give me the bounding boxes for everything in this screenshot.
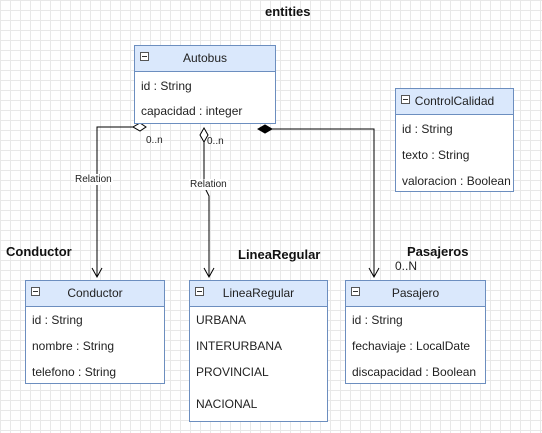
class-name: Pasajero [391, 286, 440, 300]
linea-aggregation-edge[interactable] [199, 126, 215, 279]
class-name: LineaRegular [222, 286, 295, 300]
section-label-linea-regular: LineaRegular [238, 247, 321, 262]
collapse-toggle-icon[interactable] [195, 287, 204, 296]
diagram-title: entities [265, 4, 311, 19]
attribute[interactable]: id : String [32, 313, 83, 327]
attribute[interactable]: id : String [402, 122, 453, 136]
class-name: Conductor [67, 286, 123, 300]
aggregation-diamond [199, 126, 209, 144]
class-pasajero[interactable]: Pasajero id : String fechaviaje : LocalD… [345, 280, 486, 384]
class-name: ControlCalidad [414, 94, 495, 108]
enum-value[interactable]: INTERURBANA [196, 339, 283, 353]
collapse-toggle-icon[interactable] [401, 95, 410, 104]
attribute[interactable]: texto : String [402, 148, 470, 162]
class-linea-regular[interactable]: LineaRegular URBANA INTERURBANA PROVINCI… [189, 280, 328, 422]
arrow-head [203, 267, 215, 279]
enum-value[interactable]: PROVINCIAL [196, 365, 269, 379]
attribute[interactable]: telefono : String [32, 365, 117, 379]
attribute[interactable]: discapacidad : Boolean [352, 365, 477, 379]
section-label-pasajeros: Pasajeros [407, 244, 469, 259]
arrow-head [91, 267, 103, 279]
attribute[interactable]: fechaviaje : LocalDate [352, 339, 471, 353]
conductor-edge-label: Relation [74, 174, 113, 185]
enum-value[interactable]: NACIONAL [196, 397, 258, 411]
attribute[interactable]: capacidad : integer [141, 104, 243, 118]
attribute[interactable]: id : String [141, 79, 192, 93]
class-header[interactable]: LineaRegular [190, 281, 327, 307]
class-header[interactable]: Pasajero [346, 281, 485, 307]
arrow-head [368, 267, 380, 279]
attribute[interactable]: nombre : String [32, 339, 115, 353]
aggregation-diamond [131, 122, 147, 132]
class-control-calidad[interactable]: ControlCalidad id : String texto : Strin… [395, 88, 514, 192]
linea-edge-label: Relation [189, 179, 228, 190]
conductor-aggregation-edge[interactable] [91, 122, 147, 279]
collapse-toggle-icon[interactable] [140, 52, 149, 61]
class-name: Autobus [182, 51, 228, 65]
pasajero-target-multiplicity: 0..N [395, 259, 418, 273]
attribute[interactable]: id : String [352, 313, 403, 327]
enum-value[interactable]: URBANA [196, 313, 247, 327]
class-header[interactable]: Conductor [26, 281, 164, 307]
class-header[interactable]: Autobus [135, 46, 275, 72]
attribute[interactable]: valoracion : Boolean [402, 174, 511, 188]
class-header[interactable]: ControlCalidad [396, 89, 513, 115]
class-conductor[interactable]: Conductor id : String nombre : String te… [25, 280, 165, 384]
linea-source-multiplicity: 0..n [207, 136, 224, 147]
class-autobus[interactable]: Autobus id : String capacidad : integer [134, 45, 276, 124]
collapse-toggle-icon[interactable] [31, 287, 40, 296]
collapse-toggle-icon[interactable] [351, 287, 360, 296]
conductor-source-multiplicity: 0..n [146, 135, 163, 146]
section-label-conductor: Conductor [6, 244, 72, 259]
pasajero-composition-edge[interactable] [256, 124, 380, 279]
composition-diamond [256, 124, 274, 134]
